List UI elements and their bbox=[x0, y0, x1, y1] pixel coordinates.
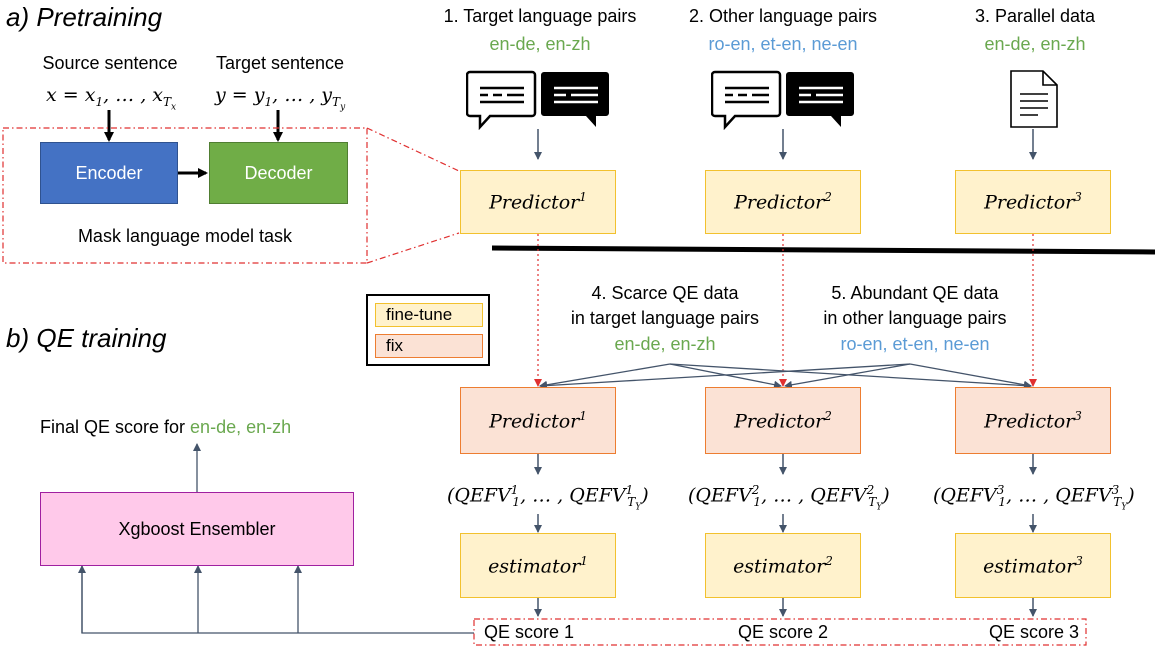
pretrain-predictor-2: Predictor2 bbox=[705, 170, 861, 234]
predictor-sup: 1 bbox=[579, 408, 587, 423]
predictor-word: Predictor bbox=[734, 410, 825, 433]
qe-score-3: QE score 3 bbox=[988, 622, 1079, 642]
predictor-word: Predictor bbox=[489, 410, 580, 433]
predictor-sup: 2 bbox=[824, 408, 832, 423]
qefv-word: QEFV bbox=[940, 484, 997, 507]
pretraining-frame bbox=[2, 127, 368, 264]
column1-langs: en-de, en-zh bbox=[489, 34, 591, 54]
predictor-word: Predictor bbox=[984, 191, 1075, 214]
legend-finetune: fine-tune bbox=[375, 303, 483, 327]
qefv-word: QEFV bbox=[569, 484, 626, 507]
qe-training-title: b) QE training bbox=[6, 323, 167, 353]
scarce-qe-line1: 4. Scarce QE data bbox=[591, 283, 739, 303]
abundant-qe-line1: 5. Abundant QE data bbox=[831, 283, 999, 303]
scarce-qe-line2: in target language pairs bbox=[570, 308, 760, 328]
final-qe-langs: en-de, en-zh bbox=[190, 417, 292, 437]
mask-task-label: Mask language model task bbox=[77, 226, 293, 246]
predictor-sup: 2 bbox=[824, 190, 832, 205]
qe-predictor-3: Predictor3 bbox=[955, 387, 1111, 454]
predictor-sup: 3 bbox=[1074, 190, 1082, 205]
qefv-vector-2: (QEFV21, … , QEFV2TY) bbox=[688, 483, 890, 513]
source-sentence-math: x = x1, … , xTx bbox=[46, 84, 177, 113]
pretrain-predictor-1: Predictor1 bbox=[460, 170, 616, 234]
predictor-sup: 1 bbox=[579, 190, 587, 205]
pipeline-arrows bbox=[534, 454, 1037, 617]
qefv-word: QEFV bbox=[695, 484, 752, 507]
scarce-qe-langs: en-de, en-zh bbox=[614, 334, 716, 354]
target-sentence-math: y = y1, … , yTy bbox=[215, 84, 346, 113]
predictor-word: Predictor bbox=[734, 191, 825, 214]
estimator-1: estimator1 bbox=[460, 533, 616, 598]
predictor-sup: 3 bbox=[1074, 408, 1082, 423]
legend-fix: fix bbox=[375, 334, 483, 358]
source-sentence-label: Source sentence bbox=[42, 53, 178, 73]
chat-bubbles-icon bbox=[711, 70, 854, 130]
legend: fine-tune fix bbox=[366, 294, 490, 366]
xgboost-ensembler-box: Xgboost Ensembler bbox=[40, 492, 354, 566]
decoder-box: Decoder bbox=[209, 142, 348, 204]
abundant-qe-langs: ro-en, et-en, ne-en bbox=[840, 334, 990, 354]
phase-separator bbox=[491, 245, 1156, 255]
qefv-word: QEFV bbox=[810, 484, 867, 507]
pretraining-title: a) Pretraining bbox=[6, 2, 163, 32]
qe-predictor-1: Predictor1 bbox=[460, 387, 616, 454]
pretrain-predictor-3: Predictor3 bbox=[955, 170, 1111, 234]
qe-score-1: QE score 1 bbox=[484, 622, 575, 642]
qefv-vector-1: (QEFV11, … , QEFV1TY) bbox=[447, 483, 649, 513]
estimator-word: estimator bbox=[983, 555, 1076, 578]
column3-langs: en-de, en-zh bbox=[984, 34, 1086, 54]
estimator-sup: 1 bbox=[580, 553, 588, 568]
target-sentence-label: Target sentence bbox=[215, 53, 345, 73]
column3-heading: 3. Parallel data bbox=[974, 6, 1096, 26]
final-qe-label: Final QE score for en-de, en-zh bbox=[40, 417, 360, 438]
estimator-sup: 3 bbox=[1075, 553, 1083, 568]
qe-predictor-2: Predictor2 bbox=[705, 387, 861, 454]
column2-langs: ro-en, et-en, ne-en bbox=[708, 34, 858, 54]
predictor-word: Predictor bbox=[984, 410, 1075, 433]
column2-heading: 2. Other language pairs bbox=[688, 6, 878, 26]
zoom-line-bottom bbox=[366, 232, 460, 264]
estimator-2: estimator2 bbox=[705, 533, 861, 598]
qe-data-fan-arrows bbox=[539, 363, 1032, 390]
zoom-line-top bbox=[366, 127, 460, 172]
chat-bubbles-icon bbox=[466, 70, 609, 130]
document-icon bbox=[1010, 70, 1058, 128]
column1-heading: 1. Target language pairs bbox=[443, 6, 637, 26]
qefv-word: QEFV bbox=[1055, 484, 1112, 507]
estimator-word: estimator bbox=[488, 555, 581, 578]
estimator-word: estimator bbox=[733, 555, 826, 578]
score-feedback-lines bbox=[78, 443, 474, 634]
predictor-word: Predictor bbox=[489, 191, 580, 214]
qe-scores-frame bbox=[473, 618, 1087, 646]
qefv-word: QEFV bbox=[454, 484, 511, 507]
abundant-qe-line2: in other language pairs bbox=[823, 308, 1007, 328]
estimator-sup: 2 bbox=[825, 553, 833, 568]
qe-score-2: QE score 2 bbox=[737, 622, 829, 642]
encoder-box: Encoder bbox=[40, 142, 178, 204]
qefv-vector-3: (QEFV31, … , QEFV3TY) bbox=[933, 483, 1135, 513]
estimator-3: estimator3 bbox=[955, 533, 1111, 598]
final-qe-prefix: Final QE score for bbox=[40, 417, 191, 437]
